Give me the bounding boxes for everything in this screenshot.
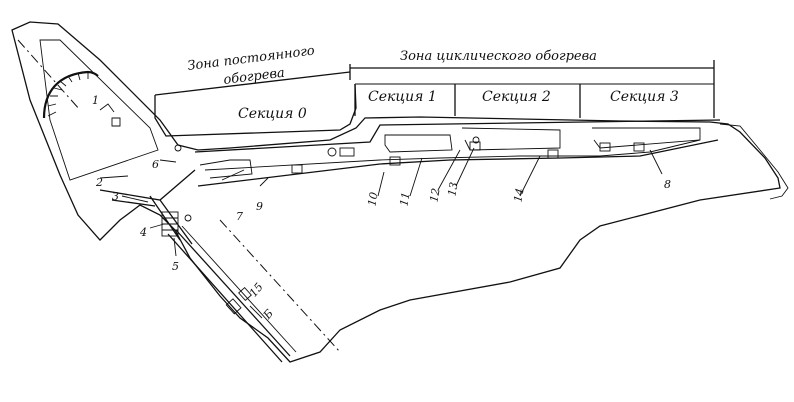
equipment-box-6	[633, 142, 645, 152]
section-2-label: Секция 2	[482, 89, 551, 105]
callout-11: 11	[397, 191, 412, 207]
zone-constant-dim	[154, 71, 351, 96]
section-1-label: Секция 1	[368, 89, 437, 105]
equipment-box-5	[599, 142, 611, 152]
equipment-box-2	[389, 156, 401, 166]
section-3-label: Секция 3	[610, 89, 679, 105]
callout-7: 7	[236, 210, 243, 223]
callout-13: 13	[445, 181, 460, 197]
plateau-line	[39, 39, 159, 181]
junction	[99, 169, 196, 245]
junction-hatch	[162, 217, 178, 231]
valve-1	[327, 147, 337, 157]
equipment-box-3	[469, 141, 481, 151]
equipment-box-4	[547, 149, 559, 159]
building-marks	[99, 103, 121, 127]
hillside-contour	[719, 123, 789, 200]
zone-constant-label-2: обогрева	[223, 66, 286, 88]
callout-1: 1	[92, 94, 99, 107]
road-band-lower	[197, 139, 719, 187]
pipeline-rail-1	[167, 233, 283, 363]
axis-line	[219, 219, 341, 353]
arch-structure	[42, 70, 99, 119]
callout-9: 9	[256, 200, 263, 213]
callout-8: 8	[664, 178, 671, 191]
pipe-main	[204, 139, 701, 171]
pipeline-rail-3	[181, 225, 297, 353]
callout-b: Б	[260, 307, 276, 322]
zone-cyclic-label: Зона циклического обогрева	[400, 49, 597, 64]
callout-14: 14	[511, 187, 526, 203]
pipe-loop-0	[199, 159, 253, 179]
section-0-slab	[154, 83, 357, 137]
equipment-box-1	[291, 164, 303, 174]
pipeline-block	[225, 298, 242, 315]
section-0-label: Секция 0	[238, 106, 307, 122]
arch-hatching	[47, 72, 89, 117]
callout-5: 5	[172, 260, 179, 273]
callout-4: 4	[139, 226, 147, 239]
leaders	[99, 147, 663, 319]
pipe-loop-1	[384, 134, 453, 153]
pipe-loop-3	[592, 127, 701, 149]
callout-3: 3	[112, 190, 119, 203]
valve-3	[184, 214, 192, 222]
axis-line-top	[17, 39, 81, 111]
pipeline-block-2	[238, 286, 252, 302]
terrain-outline	[11, 21, 781, 363]
callout-10: 10	[365, 191, 380, 207]
callout-12: 12	[427, 187, 442, 203]
pipe-loop-2	[461, 127, 561, 151]
valve-2	[472, 136, 480, 144]
callout-2: 2	[95, 176, 103, 189]
equipment-box-7	[339, 147, 355, 157]
valve-4	[174, 144, 182, 152]
road-band-upper	[194, 119, 721, 153]
callout-6: 6	[152, 158, 159, 171]
pipeline-rail-2	[175, 229, 291, 357]
